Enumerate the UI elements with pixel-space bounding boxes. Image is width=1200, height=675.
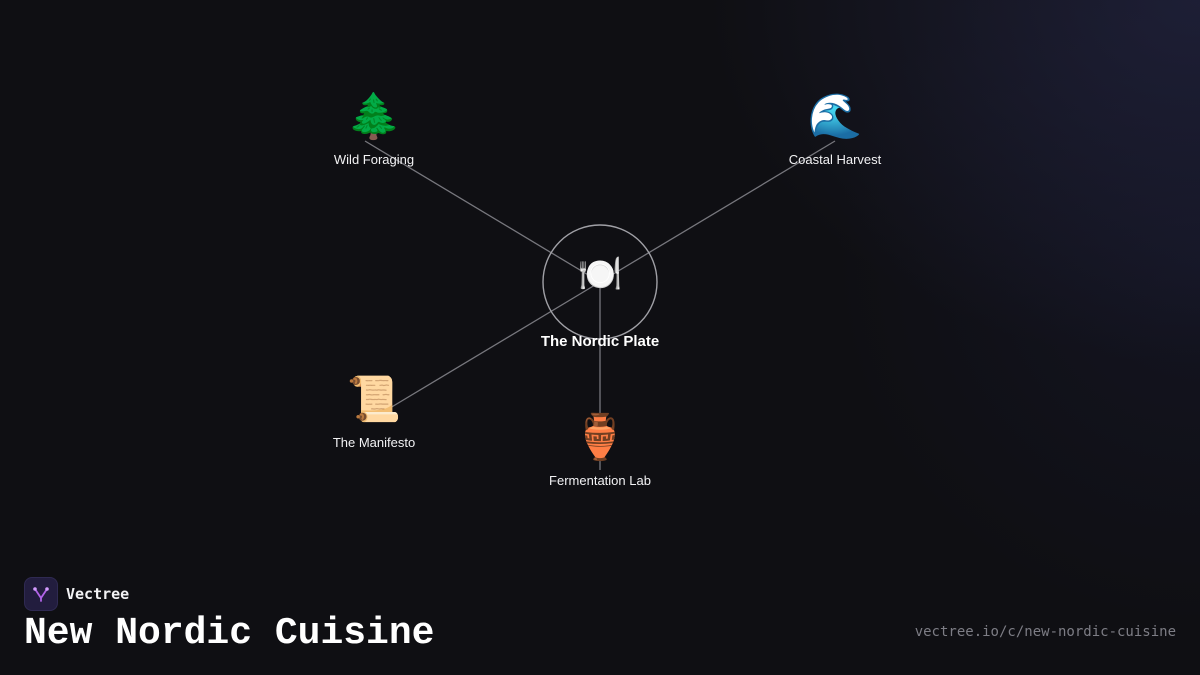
amphora-icon: 🏺	[572, 413, 628, 462]
page-title: New Nordic Cuisine	[24, 612, 435, 655]
brand[interactable]: Vectree	[24, 577, 129, 611]
center-node-label: The Nordic Plate	[540, 333, 660, 350]
page-url[interactable]: vectree.io/c/new-nordic-cuisine	[914, 624, 1176, 640]
node-coastal-harvest[interactable]: 🌊 Coastal Harvest	[789, 92, 881, 167]
node-label-fermentation-lab: Fermentation Lab	[549, 473, 651, 488]
edge-the-manifesto	[389, 281, 601, 409]
brand-name: Vectree	[66, 585, 130, 603]
edge-coastal-harvest	[599, 140, 836, 283]
node-wild-foraging[interactable]: 🌲 Wild Foraging	[334, 92, 414, 167]
node-the-manifesto[interactable]: 📜 The Manifesto	[333, 375, 415, 450]
edge-wild-foraging	[364, 140, 601, 283]
water-wave-icon: 🌊	[807, 92, 863, 141]
scroll-icon: 📜	[346, 375, 402, 424]
plate-cutlery-icon[interactable]: 🍽️	[577, 253, 623, 294]
center-node-ring	[542, 224, 658, 340]
node-label-coastal-harvest: Coastal Harvest	[788, 152, 882, 167]
evergreen-tree-icon: 🌲	[346, 92, 402, 141]
node-label-wild-foraging: Wild Foraging	[333, 152, 415, 167]
node-fermentation-lab[interactable]: 🏺 Fermentation Lab	[549, 413, 651, 488]
vectree-logo-icon	[24, 577, 58, 611]
node-label-the-manifesto: The Manifesto	[332, 435, 416, 450]
